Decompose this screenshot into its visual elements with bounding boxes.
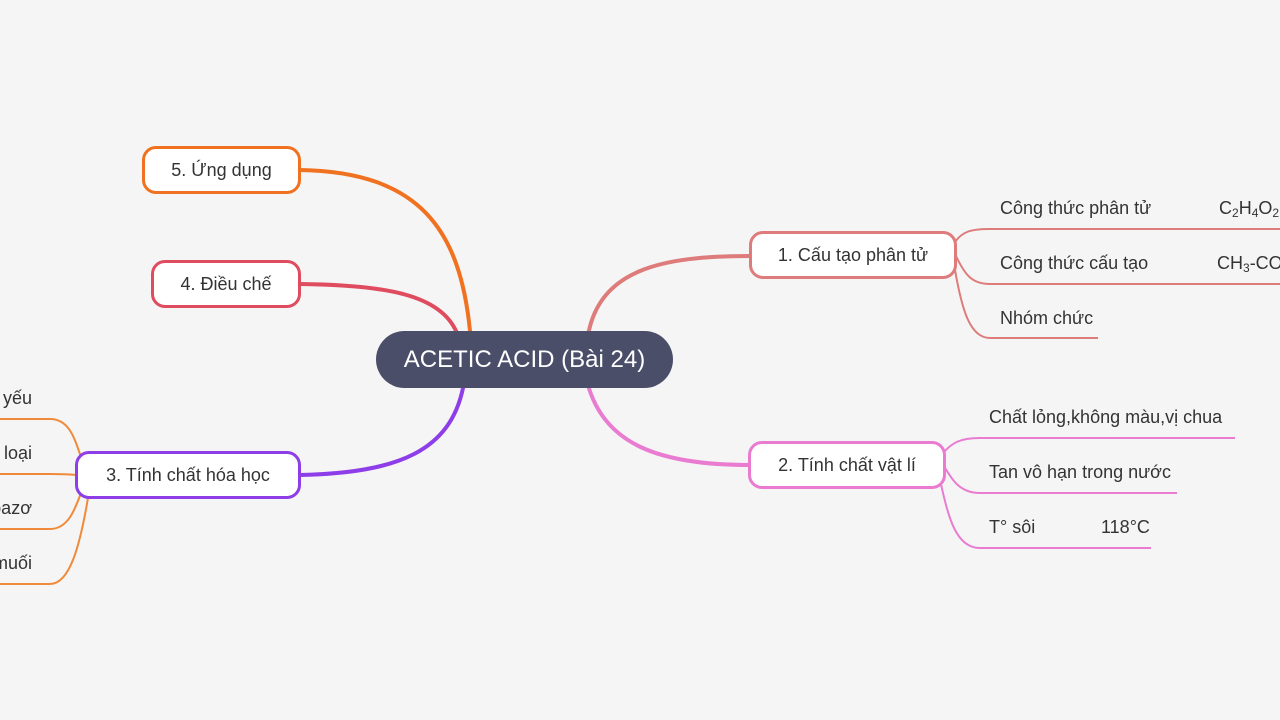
leaf-label: Tan vô hạn trong nước (989, 462, 1171, 482)
leaf-cong-thuc-phan-tu[interactable]: Công thức phân tử (1000, 197, 1151, 219)
leaf-connector (0, 497, 89, 585)
leaf-value-molecular-formula: C2H4O2 (1219, 197, 1279, 224)
connector-branch-2 (586, 383, 752, 467)
branch-node-tinh-chat-hoa-hoc[interactable]: 3. Tính chất hóa học (75, 451, 301, 499)
branch-node-label: 4. Điều chế (180, 273, 272, 294)
connector-branch-5 (298, 168, 472, 333)
branch-node-label: 5. Ứng dụng (171, 159, 272, 180)
branch-node-label: 3. Tính chất hóa học (106, 464, 270, 485)
formula-part: -COOH (1249, 253, 1280, 273)
leaf-chem-property-1[interactable]: yếu (3, 387, 32, 409)
leaf-label: Công thức phân tử (1000, 198, 1152, 218)
branch-node-tinh-chat-vat-li[interactable]: 2. Tính chất vật lí (748, 441, 946, 489)
branch-1-leaf-connectors (954, 228, 1280, 339)
leaf-label: Chất lỏng,không màu,vị chua (989, 407, 1223, 427)
leaf-chat-long[interactable]: Chất lỏng,không màu,vị chua (989, 406, 1222, 428)
formula-part: C (1219, 198, 1232, 218)
leaf-label: bazơ (0, 498, 32, 518)
leaf-label: yếu (2, 388, 32, 408)
leaf-connector (943, 437, 1235, 453)
leaf-nhiet-do-soi[interactable]: T° sôi (989, 516, 1035, 538)
leaf-chem-property-3[interactable]: bazơ (0, 497, 32, 519)
formula-subscript: 4 (1251, 206, 1259, 220)
leaf-value-boiling-point: 118°C (1101, 516, 1150, 538)
leaf-chem-property-4[interactable]: muối (0, 552, 32, 574)
leaf-label: Nhóm chức (1000, 308, 1094, 328)
formula-part: O (1258, 198, 1273, 218)
leaf-connector (943, 465, 1177, 494)
connector-branch-3 (298, 386, 465, 477)
formula-subscript: 2 (1232, 206, 1239, 220)
leaf-chem-property-2[interactable]: loại (4, 442, 32, 464)
formula-subscript: 2 (1272, 206, 1280, 220)
formula-part: H (1238, 198, 1252, 218)
root-topic[interactable]: ACETIC ACID (Bài 24) (376, 331, 673, 388)
leaf-value: 118°C (1101, 517, 1150, 537)
branch-node-cau-tao-phan-tu[interactable]: 1. Cấu tạo phân tử (749, 231, 957, 279)
leaf-label: T° sôi (989, 517, 1036, 537)
leaf-label: loại (3, 443, 32, 463)
leaf-connector (954, 269, 1098, 339)
connector-branch-1 (586, 254, 752, 337)
connector-branch-4 (298, 282, 458, 333)
branch-2-leaf-connectors (939, 437, 1235, 549)
leaf-label: muối (0, 553, 32, 573)
leaf-cong-thuc-cau-tao[interactable]: Công thức cấu tạo (1000, 252, 1148, 274)
leaf-label: Công thức cấu tạo (1000, 253, 1149, 273)
formula-part: CH (1217, 253, 1243, 273)
leaf-tan-vo-han[interactable]: Tan vô hạn trong nước (989, 461, 1171, 483)
branch-node-label: 1. Cấu tạo phân tử (777, 244, 929, 265)
branch-node-dieu-che[interactable]: 4. Điều chế (151, 260, 301, 308)
branch-node-label: 2. Tính chất vật lí (778, 454, 916, 475)
branch-node-ung-dung[interactable]: 5. Ứng dụng (142, 146, 301, 194)
leaf-connector (955, 255, 1280, 285)
leaf-connector (0, 473, 79, 476)
formula-subscript: 3 (1243, 261, 1250, 275)
leaf-connector (939, 479, 1151, 549)
leaf-nhom-chuc[interactable]: Nhóm chức (1000, 307, 1093, 329)
root-topic-label: ACETIC ACID (Bài 24) (403, 345, 646, 373)
leaf-value-structural-formula: CH3-COOH (1217, 252, 1280, 279)
leaf-connector (954, 228, 1280, 243)
